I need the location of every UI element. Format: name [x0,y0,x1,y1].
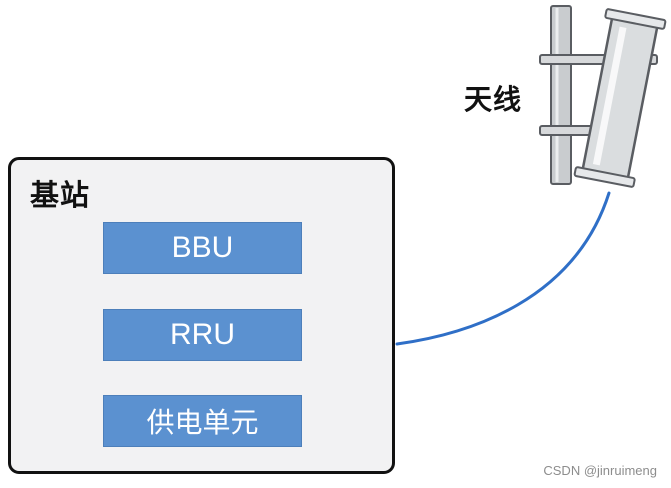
antenna-mast [550,5,572,185]
bbu-unit: BBU [103,222,302,274]
power-unit: 供电单元 [103,395,302,447]
base-station-title: 基站 [30,178,91,212]
antenna-panel [573,8,667,188]
bbu-unit-label: BBU [171,231,234,264]
antenna-label: 天线 [464,83,523,116]
rru-unit: RRU [103,309,302,361]
antenna-illustration [539,5,667,188]
feeder-cable [395,191,611,346]
rru-unit-label: RRU [170,318,235,351]
power-unit-label: 供电单元 [146,406,259,439]
watermark-text: CSDN @jinruimeng [543,463,657,478]
